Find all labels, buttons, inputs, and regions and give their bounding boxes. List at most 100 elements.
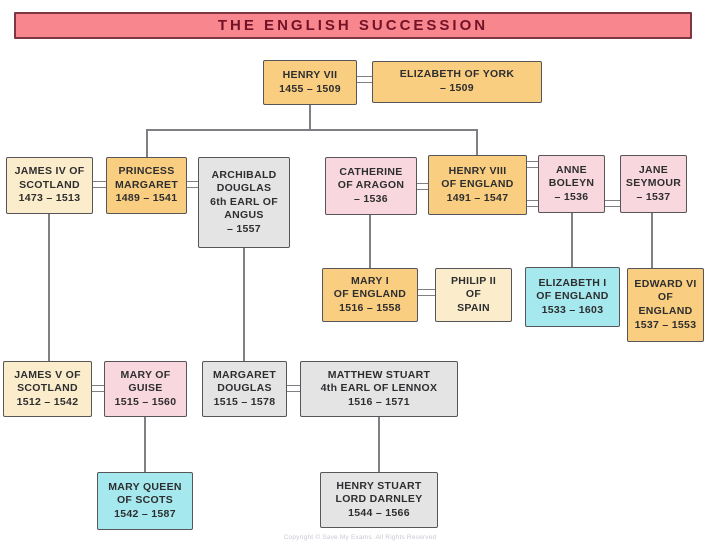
- marriage-princess-margaret-archibald-douglas: [187, 180, 198, 188]
- descent-archibald-to-margaret-douglas: [243, 248, 245, 361]
- person-text-line: – 1536: [554, 190, 589, 203]
- person-text-line: 1537 – 1553: [634, 318, 697, 331]
- person-text-line: 1516 – 1571: [348, 395, 410, 408]
- person-text-line: – 1536: [354, 192, 388, 205]
- person-text-line: 1473 – 1513: [18, 192, 81, 205]
- person-text-line: HENRY VII: [282, 68, 338, 81]
- person-text-line: ENGLAND: [638, 305, 693, 317]
- person-text-line: OF SCOTS: [116, 494, 174, 507]
- diagram-title: THE ENGLISH SUCCESSION: [14, 12, 692, 39]
- person-text-line: PRINCESS: [118, 165, 175, 178]
- person-text-line: SCOTLAND: [19, 178, 80, 191]
- person-text-line: DOUGLAS: [216, 182, 272, 195]
- descent-children-bus: [146, 129, 478, 131]
- person-text-line: JAMES IV OF: [14, 165, 85, 178]
- person-text-line: OF ENGLAND: [333, 288, 407, 301]
- person-text-line: – 1537: [636, 190, 671, 203]
- person-text-line: 1491 – 1547: [446, 191, 509, 204]
- marriage-henry-viii-jane-seymour-b: [605, 199, 620, 207]
- person-text-line: ELIZABETH OF YORK: [399, 68, 515, 81]
- person-text-line: 6th EARL OF: [210, 195, 278, 208]
- person-text-line: MARY OF: [120, 368, 171, 381]
- person-box-elizabeth-of-york: ELIZABETH OF YORK– 1509: [372, 61, 542, 103]
- person-text-line: SCOTLAND: [17, 382, 78, 395]
- person-text-line: MARY QUEEN: [108, 480, 182, 493]
- person-text-line: JANE: [638, 163, 669, 176]
- person-text-line: MARY I: [351, 274, 389, 287]
- marriage-margaret-douglas-matthew-stuart: [287, 384, 300, 392]
- person-text-line: CATHERINE: [339, 165, 403, 178]
- person-text-line: OF ENGLAND: [536, 290, 609, 303]
- descent-matthew-stuart-to-henry-stuart: [378, 417, 380, 472]
- person-text-line: OF ENGLAND: [441, 178, 514, 191]
- person-text-line: 1542 – 1587: [114, 507, 176, 520]
- person-text-line: ANNE: [556, 163, 587, 176]
- descent-to-henry-viii: [476, 130, 478, 155]
- descent-mary-of-guise-to-mary-queen-of-scots: [144, 417, 146, 472]
- marriage-henry-viii-anne-boleyn: [527, 160, 538, 168]
- person-text-line: 4th EARL OF LENNOX: [320, 382, 438, 395]
- descent-catherine-to-mary-i: [369, 215, 371, 268]
- person-text-line: MATTHEW STUART: [327, 368, 431, 381]
- person-text-line: ELIZABETH I: [538, 276, 607, 289]
- person-text-line: OF ARAGON: [337, 179, 405, 192]
- person-text-line: 1544 – 1566: [348, 506, 410, 519]
- descent-henry-vii-stem: [309, 105, 311, 131]
- descent-jane-to-edward-vi: [651, 213, 653, 268]
- person-text-line: OF: [465, 288, 482, 301]
- descent-anne-to-elizabeth-i: [571, 213, 573, 267]
- person-text-line: HENRY VIII: [448, 164, 507, 177]
- marriage-henry-viii-jane-seymour-a: [527, 199, 538, 207]
- person-text-line: OF: [657, 291, 674, 304]
- copyright-text: Copyright © Save My Exams. All Rights Re…: [283, 534, 437, 541]
- marriage-james-v-mary-of-guise: [92, 384, 104, 392]
- person-text-line: BOLEYN: [548, 177, 595, 190]
- person-text-line: 1489 – 1541: [115, 192, 178, 205]
- person-text-line: 1516 – 1558: [339, 301, 401, 314]
- person-text-line: ARCHIBALD: [211, 168, 277, 181]
- marriage-james-iv-princess-margaret: [93, 180, 106, 188]
- person-text-line: MARGARET: [212, 368, 277, 381]
- person-text-line: SPAIN: [457, 301, 490, 314]
- person-text-line: 1515 – 1578: [213, 395, 276, 408]
- person-text-line: 1512 – 1542: [16, 395, 79, 408]
- person-text-line: HENRY STUART: [336, 479, 422, 492]
- person-text-line: PHILIP II: [450, 274, 497, 287]
- person-text-line: DOUGLAS: [217, 382, 272, 395]
- person-text-line: LORD DARNLEY: [335, 493, 423, 506]
- person-text-line: – 1557: [227, 222, 261, 235]
- person-text-line: MARGARET: [114, 178, 179, 191]
- marriage-mary-i-philip-ii: [418, 288, 435, 296]
- person-text-line: 1455 – 1509: [279, 82, 341, 95]
- person-text-line: GUISE: [128, 382, 163, 395]
- descent-to-princess-margaret: [146, 130, 148, 157]
- marriage-catherine-henry-viii: [417, 182, 428, 190]
- person-text-line: 1533 – 1603: [541, 303, 604, 316]
- descent-james-iv-to-james-v: [48, 214, 50, 361]
- person-text-line: 1515 – 1560: [114, 395, 177, 408]
- person-text-line: – 1509: [440, 82, 474, 94]
- person-text-line: JAMES V OF: [14, 368, 81, 381]
- person-text-line: SEYMOUR: [625, 177, 682, 190]
- person-text-line: ANGUS: [224, 209, 264, 222]
- person-text-line: EDWARD VI: [634, 277, 697, 290]
- marriage-henry-vii-elizabeth-of-york: [357, 75, 372, 83]
